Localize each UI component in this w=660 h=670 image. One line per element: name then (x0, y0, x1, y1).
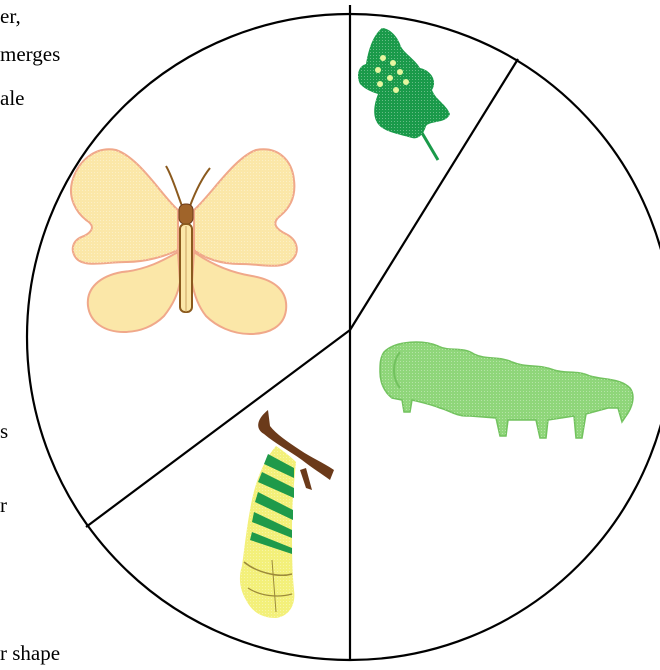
butterfly-icon (71, 149, 297, 334)
divider-lower-left (86, 330, 350, 527)
caterpillar-icon (380, 342, 633, 438)
chrysalis-icon (240, 410, 334, 618)
leaf-icon (358, 28, 450, 160)
cycle-circle (27, 14, 660, 660)
